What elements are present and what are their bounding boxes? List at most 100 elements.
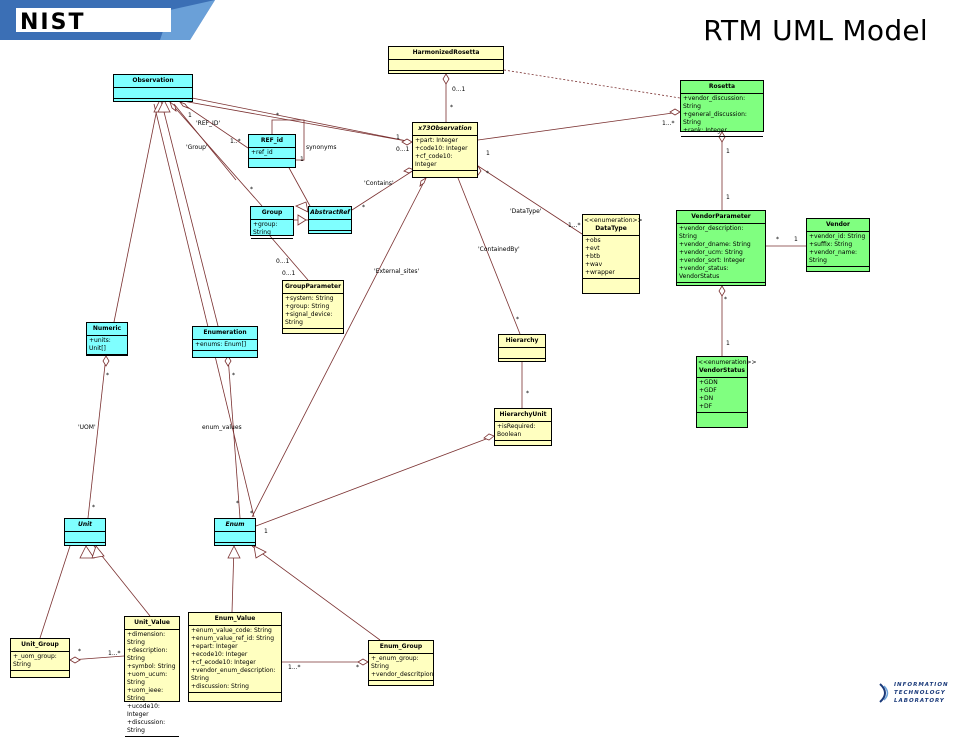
class-unit-value[interactable]: Unit_Value +dimension: String +descripti… [124,616,180,737]
attribute: +wrapper [585,269,615,276]
attribute: +enums: Enum[] [195,341,247,348]
attribute: +enum_value_ref_id: String [191,635,275,642]
class-name: Numeric [87,323,127,336]
class-attributes: +_uom_group: String [11,652,69,671]
class-group-parameter[interactable]: GroupParameter +system: String +group: S… [282,280,344,334]
class-attributes: +part: Integer +code10: Integer +cf_code… [413,136,477,171]
attribute: +cf_ecode10: Integer [191,659,256,666]
multiplicity-label: * [232,372,235,379]
multiplicity-label: * [250,510,253,517]
attribute: +obs [585,237,601,244]
class-ref-id[interactable]: REF_id +ref_id [248,134,296,168]
attribute: +system: String [285,295,334,302]
class-group[interactable]: Group +group: String [250,206,294,239]
class-name: VendorParameter [677,211,765,224]
itl-logo-line: INFORMATION [894,682,949,688]
attribute: +group: String [253,221,278,236]
class-datatype[interactable]: <<enumeration>> DataType +obs +evt +btb … [582,214,643,294]
attribute: +cf_code10: Integer [415,153,453,168]
class-attributes: +enum_value_code: String +enum_value_ref… [189,626,281,693]
class-name: Enumeration [193,327,257,340]
multiplicity-label: 1...* [288,664,301,671]
attribute: +evt [585,245,600,252]
multiplicity-label: * [250,186,253,193]
attribute: +DF [699,403,713,410]
multiplicity-label: * [724,296,727,303]
multiplicity-label: 1 [396,134,400,141]
class-enum-value[interactable]: Enum_Value +enum_value_code: String +enu… [188,612,282,702]
attribute: +vendor_descritpion [371,671,434,678]
multiplicity-label: * [516,316,519,323]
attribute: +dimension: String [127,631,166,646]
class-abstract-ref[interactable]: AbstractRef [308,206,352,234]
stereotype: <<enumeration>> [584,217,643,224]
class-name: Enum [215,519,255,532]
attribute: +isRequired: Boolean [497,423,536,438]
class-vendor[interactable]: Vendor +vendor_id: String +suffix: Strin… [806,218,870,272]
class-attributes [114,88,192,99]
attribute: +btb [585,253,600,260]
multiplicity-label: * [776,236,779,243]
class-attributes: +enums: Enum[] [193,340,257,351]
class-name: x73Observation [413,123,477,136]
class-vendor-parameter[interactable]: VendorParameter +vendor_description: Str… [676,210,766,286]
class-name: <<enumeration>> DataType [583,215,643,236]
class-numeric[interactable]: Numeric +units: Unit[] [86,322,128,356]
multiplicity-label: 0...1 [396,146,410,153]
class-name: Observation [114,75,192,88]
itl-logo-line: TECHNOLOGY [894,690,946,696]
slide-title: RTM UML Model [703,14,928,47]
multiplicity-label: 1 [264,528,268,535]
multiplicity-label: * [486,170,489,177]
attribute: +vendor_description: String [679,225,744,240]
class-harmonized-rosetta[interactable]: HarmonizedRosetta [388,46,504,74]
class-attributes: +vendor_id: String +suffix: String +vend… [807,232,869,267]
class-enum-group[interactable]: Enum_Group +_enum_group: String +vendor_… [368,640,434,686]
multiplicity-label: 1 [300,156,304,163]
class-vendor-status[interactable]: <<enumeration>> VendorStatus +GDN +GDF +… [696,356,757,428]
class-rosetta[interactable]: Rosetta +vendor_discussion: String +gene… [680,80,764,137]
class-name: Rosetta [681,81,763,94]
class-hierarchy[interactable]: Hierarchy [498,334,546,362]
multiplicity-label: * [356,664,359,671]
class-attributes: +system: String +group: String +signal_d… [283,294,343,329]
attribute: +signal_device: String [285,311,333,326]
class-attributes: +obs +evt +btb +wav +wrapper [583,236,639,279]
multiplicity-label: 1 [726,340,730,347]
multiplicity-label: * [236,500,239,507]
class-enum[interactable]: Enum [214,518,256,546]
class-x73-observation[interactable]: x73Observation +part: Integer +code10: I… [412,122,478,178]
class-enumeration[interactable]: Enumeration +enums: Enum[] [192,326,258,358]
role-label: 'ContainedBy' [478,246,520,253]
class-attributes: +vendor_discussion: String +general_disc… [681,94,763,137]
multiplicity-label: 0...1 [452,86,466,93]
attribute: +vendor_discussion: String [683,95,746,110]
multiplicity-label: * [526,390,529,397]
class-hierarchy-unit[interactable]: HierarchyUnit +isRequired: Boolean [494,408,552,446]
class-observation[interactable]: Observation [113,74,193,102]
class-attributes: +GDN +GDF +DN +DF [697,378,747,413]
attribute: +uom_ucum: String [127,671,168,686]
slide-header: NIST RTM UML Model [0,0,960,60]
multiplicity-label: 1 [726,148,730,155]
class-unit-group[interactable]: Unit_Group +_uom_group: String [10,638,70,678]
attribute: +part: Integer [415,137,458,144]
attribute: +code10: Integer [415,145,468,152]
class-unit[interactable]: Unit [64,518,106,546]
attribute: +rank: Integer [683,127,727,134]
attribute: +vendor_id: String [809,233,866,240]
class-attributes [309,220,351,231]
class-name: Vendor [807,219,869,232]
multiplicity-label: 1...* [108,650,121,657]
role-label: 'Group' [186,144,208,151]
attribute: +group: String [285,303,330,310]
class-attributes [389,60,503,71]
multiplicity-label: * [78,648,81,655]
attribute: +DN [699,395,714,402]
multiplicity-label: * [276,112,279,119]
multiplicity-label: 1...* [568,222,581,229]
class-attributes [65,532,105,543]
class-name: Unit_Value [125,617,179,630]
itl-logo-line: LABORATORY [894,698,945,704]
attribute: +symbol: String [127,663,176,670]
